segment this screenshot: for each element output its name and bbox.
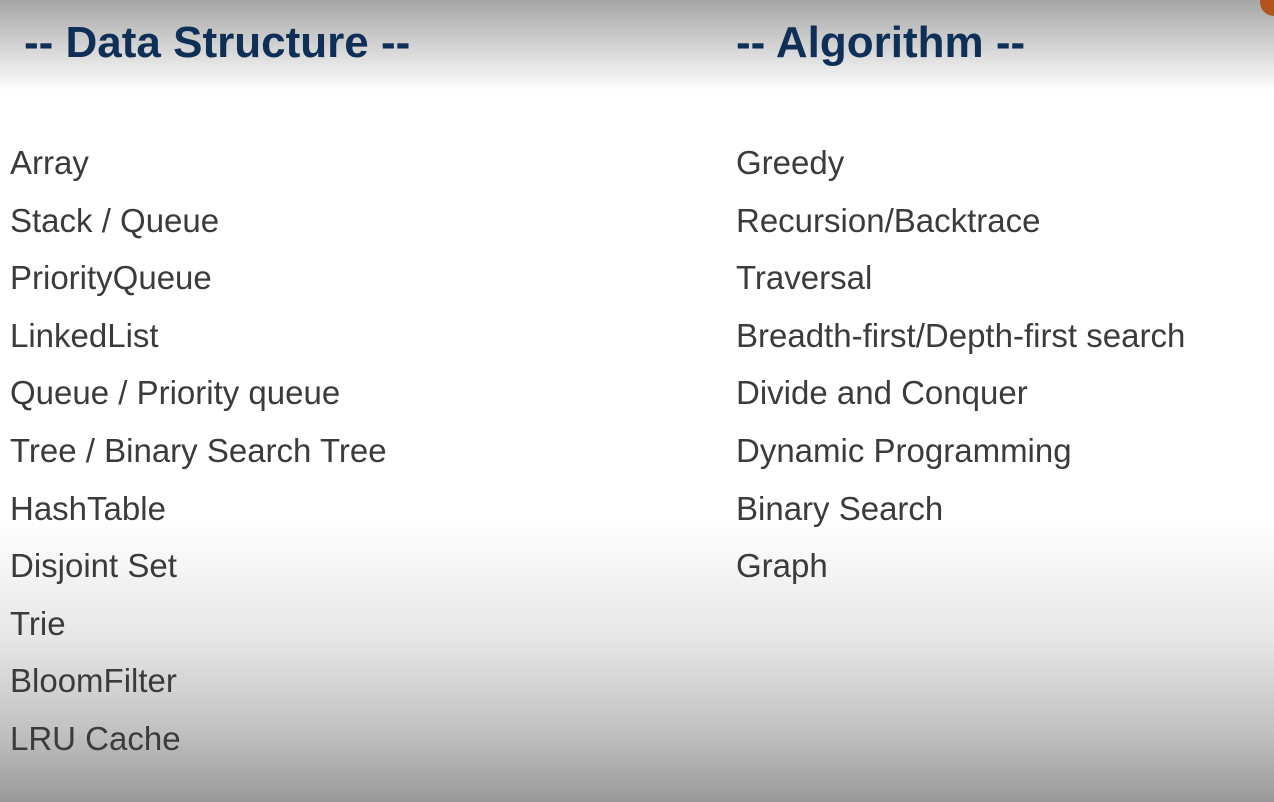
list-item: Recursion/Backtrace	[736, 201, 1041, 239]
list-item: Queue / Priority queue	[10, 374, 341, 412]
list-item: Breadth-first/Depth-first search	[736, 316, 1186, 354]
data-structure-list: Array Stack / Queue PriorityQueue Linked…	[10, 134, 387, 768]
list-item: BloomFilter	[10, 662, 177, 700]
list-item: Graph	[736, 547, 828, 585]
list-item: Divide and Conquer	[736, 374, 1028, 412]
list-item: Array	[10, 144, 89, 181]
list-item: PriorityQueue	[10, 259, 212, 297]
list-item: Binary Search	[736, 489, 944, 527]
algorithm-heading: -- Algorithm --	[736, 18, 1026, 67]
list-item: Stack / Queue	[10, 201, 220, 239]
list-item: LRU Cache	[10, 719, 181, 757]
list-item: Greedy	[736, 144, 845, 181]
list-item: Trie	[10, 604, 66, 642]
orange-circle-decoration	[1260, 0, 1274, 16]
list-item: Tree / Binary Search Tree	[10, 431, 387, 469]
algorithm-list: Greedy Recursion/Backtrace Traversal Bre…	[736, 134, 1185, 595]
list-item: Dynamic Programming	[736, 431, 1072, 469]
list-item: Disjoint Set	[10, 547, 177, 585]
data-structure-heading: -- Data Structure --	[24, 18, 411, 67]
list-item: Traversal	[736, 259, 873, 297]
list-item: HashTable	[10, 489, 166, 527]
list-item: LinkedList	[10, 316, 159, 354]
